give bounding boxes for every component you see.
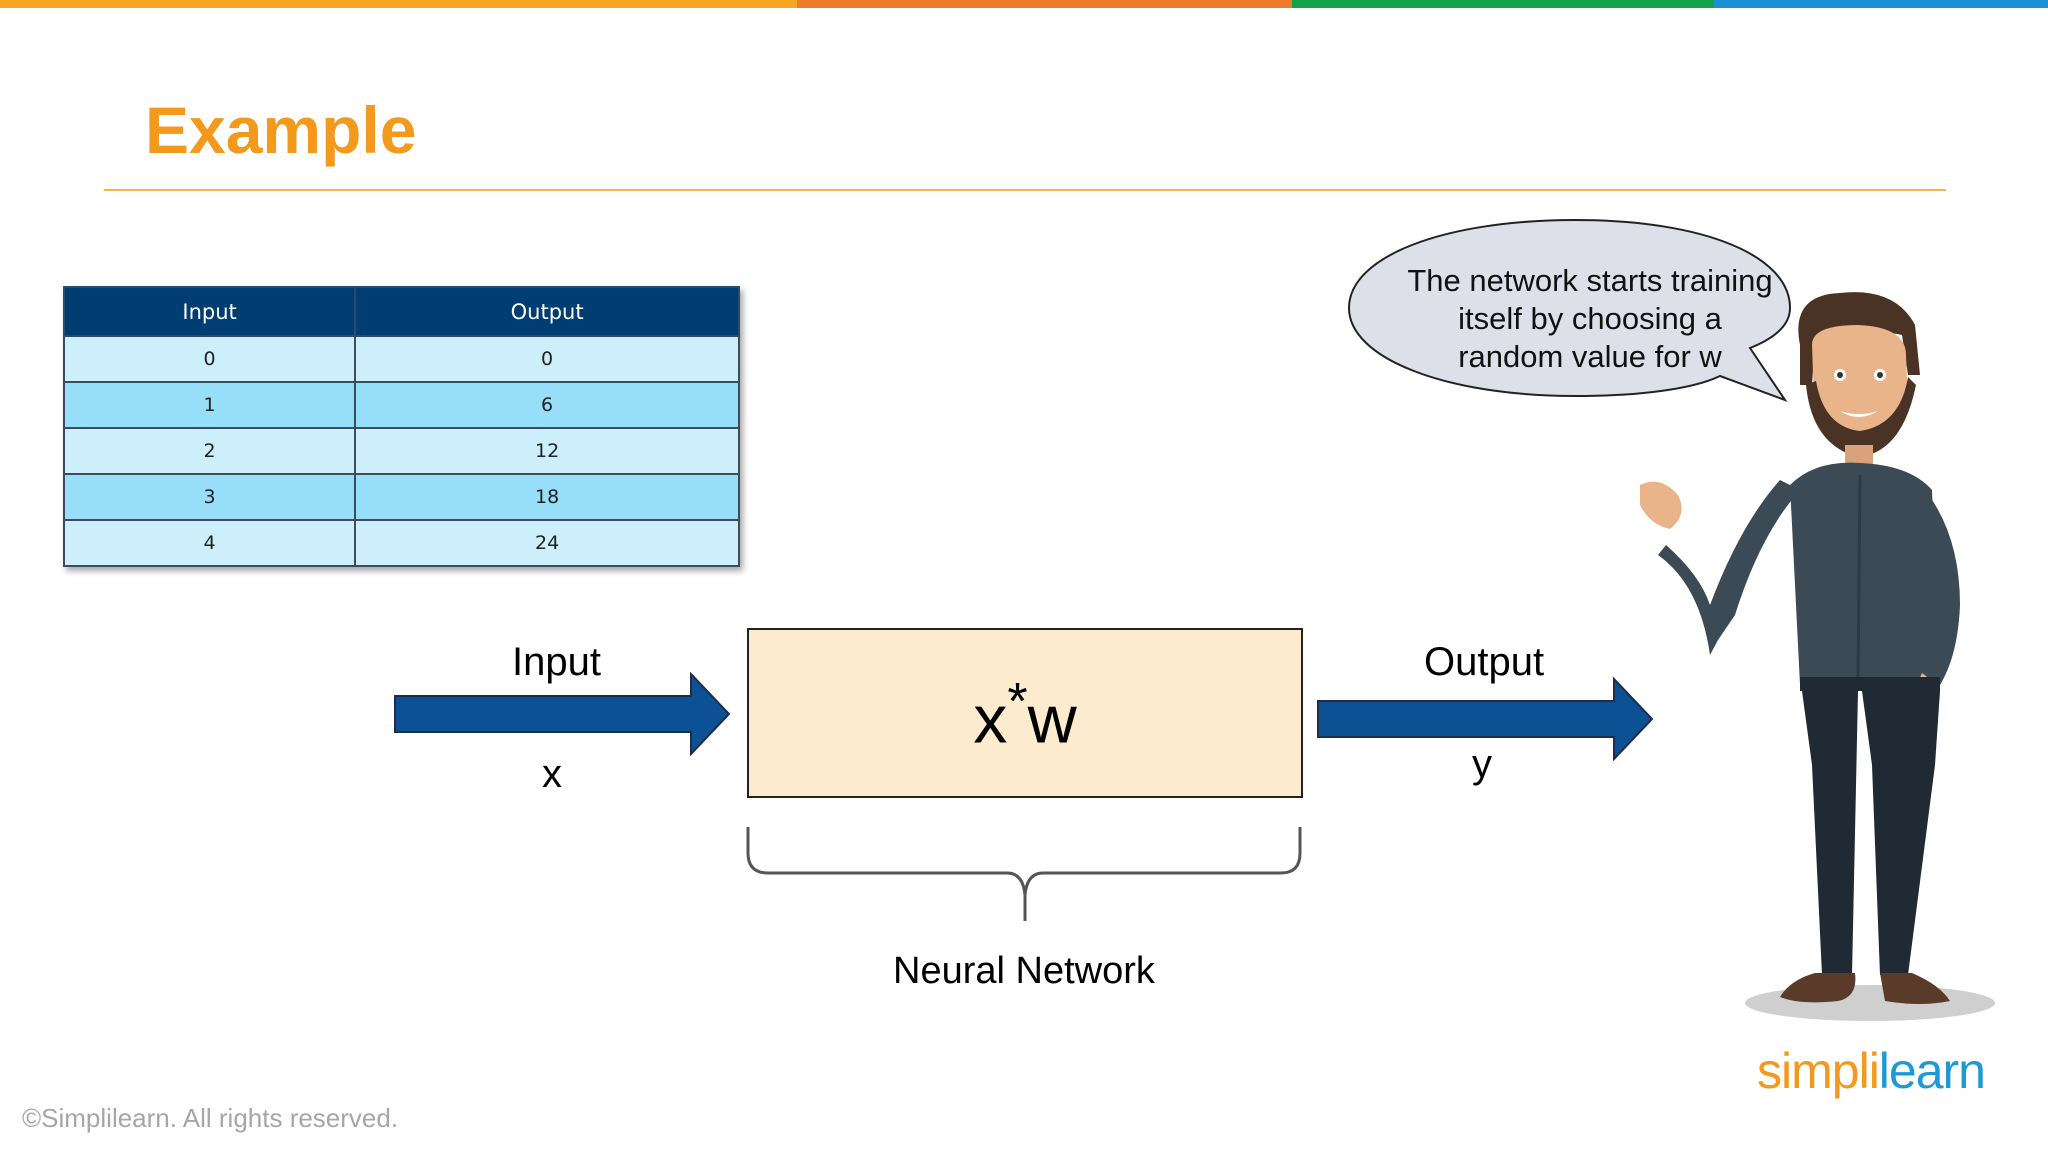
box-expression: x*w — [749, 672, 1301, 759]
table-cell-input: 2 — [62, 427, 357, 475]
table-cell-output: 6 — [354, 381, 740, 429]
bubble-line-1: The network starts training — [1407, 263, 1773, 298]
top-bar-orange — [0, 0, 797, 8]
neural-network-label: Neural Network — [893, 950, 1155, 992]
title-divider — [104, 189, 1946, 191]
table-header-row: Input Output — [62, 286, 740, 337]
box-expression-base: x — [973, 681, 1008, 758]
table-cell-input: 1 — [62, 381, 357, 429]
speech-bubble-text: The network starts training itself by ch… — [1380, 262, 1800, 376]
bubble-line-3: random value for w — [1458, 339, 1722, 374]
table-cell-output: 24 — [354, 519, 740, 567]
output-label: Output — [1424, 640, 1545, 684]
table-row: 4 24 — [62, 519, 740, 567]
table-row: 1 6 — [62, 381, 740, 429]
table-cell-input: 4 — [62, 519, 357, 567]
input-output-table: Input Output 0 0 1 6 2 12 3 18 4 24 — [62, 286, 740, 567]
box-expression-sup: * — [1007, 673, 1028, 731]
speech-bubble-icon — [1347, 218, 1792, 403]
curly-brace-icon — [746, 827, 1302, 921]
copyright-text: ©Simplilearn. All rights reserved. — [22, 1103, 399, 1133]
table-header-output: Output — [354, 286, 740, 337]
top-bar-blue — [1714, 0, 2048, 8]
table-cell-input: 3 — [62, 473, 357, 521]
output-arrow-icon — [1317, 677, 1654, 761]
output-variable: y — [1472, 742, 1492, 786]
table-row: 0 0 — [62, 335, 740, 383]
box-expression-end: w — [1027, 681, 1077, 758]
table-row: 2 12 — [62, 427, 740, 475]
table-row: 3 18 — [62, 473, 740, 521]
slide-title: Example — [145, 93, 417, 167]
logo-part-learn: learn — [1878, 1043, 1986, 1099]
table-cell-output: 12 — [354, 427, 740, 475]
input-arrow-icon — [394, 672, 731, 756]
simplilearn-logo: simplilearn — [1757, 1042, 1986, 1100]
logo-part-simpl: simpl — [1757, 1043, 1870, 1099]
logo-part-i: i — [1868, 1043, 1880, 1099]
table-cell-output: 18 — [354, 473, 740, 521]
top-bar-red-orange — [797, 0, 1292, 8]
presenter-character-illustration — [1640, 292, 1995, 1021]
bubble-line-2: itself by choosing a — [1458, 301, 1722, 336]
neural-network-box: x*w — [747, 628, 1303, 798]
input-label: Input — [512, 640, 601, 684]
top-bar-green — [1292, 0, 1714, 8]
top-color-bar — [0, 0, 2048, 8]
table-header-input: Input — [62, 286, 357, 337]
table-cell-output: 0 — [354, 335, 740, 383]
table-cell-input: 0 — [62, 335, 357, 383]
input-variable: x — [542, 752, 562, 796]
